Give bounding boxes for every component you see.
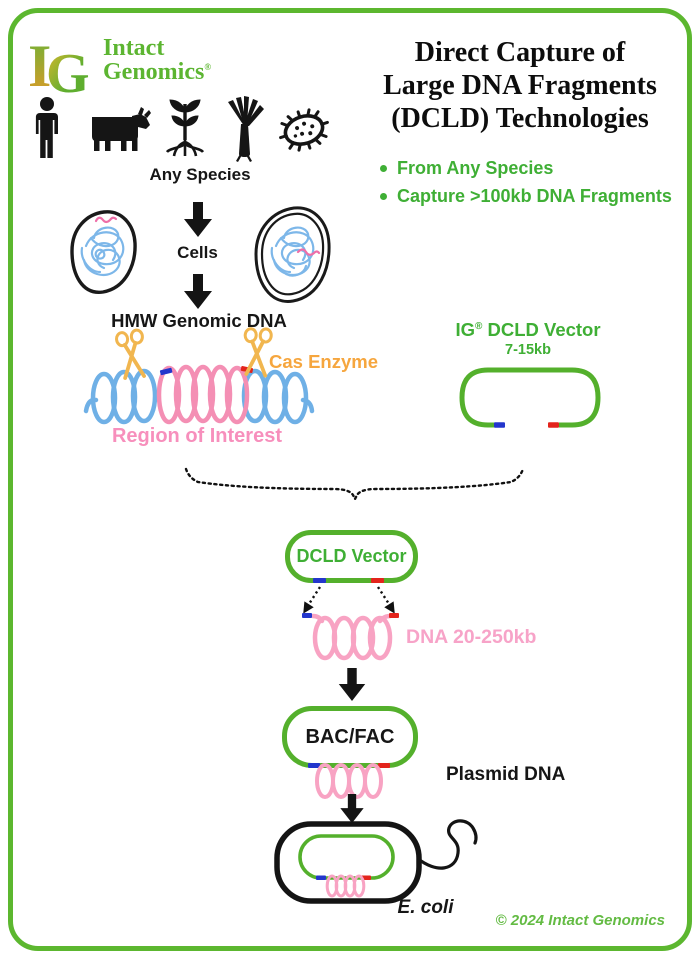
arrow-down-icon — [184, 274, 212, 309]
leek-plant-icon — [228, 96, 264, 162]
linear-vector-drawing — [459, 367, 601, 428]
copyright-text: © 2024 Intact Genomics — [495, 912, 665, 929]
arrow-down-icon — [184, 202, 212, 237]
region-of-interest-label: Region of Interest — [111, 425, 282, 447]
vector-end-blue — [494, 422, 505, 428]
dna-end-red — [389, 613, 399, 618]
cell-drawing-right — [254, 206, 331, 303]
ecoli-body — [274, 821, 422, 904]
bullet-label: From Any Species — [397, 158, 554, 178]
bullet-dot — [380, 192, 387, 200]
cut-site-left — [159, 367, 173, 376]
bac-fac-label: BAC/FAC — [305, 725, 395, 748]
dcld-vector-box: DCLD Vector — [285, 530, 418, 583]
vector-end-red — [371, 578, 384, 583]
human-icon — [35, 97, 58, 158]
dna-size-label: DNA 20-250kb — [406, 626, 537, 648]
cells-label: Cells — [177, 243, 218, 262]
vector-end-blue — [308, 763, 320, 768]
seedling-icon — [165, 99, 205, 157]
bullet-item: Capture >100kb DNA Fragments — [380, 186, 690, 207]
registered-mark: ® — [204, 61, 212, 72]
intact-genomics-logo-mark: I G — [28, 33, 90, 105]
feature-bullets: From Any Species Capture >100kb DNA Frag… — [380, 158, 690, 213]
genomic-dna-coil — [83, 364, 315, 425]
hmw-genomic-dna-label: HMW Genomic DNA — [111, 310, 287, 331]
logo-letter-g: G — [46, 43, 90, 105]
title-line-2: Large DNA Fragments — [383, 70, 657, 102]
any-species-label: Any Species — [149, 165, 251, 184]
dna-end-blue — [302, 613, 312, 618]
dotted-arrow-left — [303, 586, 322, 614]
logo-wordmark: Intact Genomics® — [103, 35, 212, 85]
title-line-3: (DCLD) Technologies — [391, 103, 649, 135]
logo-word-genomics: Genomics® — [103, 58, 212, 85]
vector-end-red — [378, 763, 390, 768]
dotted-arrow-right — [376, 586, 395, 614]
page-title: Direct Capture of Large DNA Fragments (D… — [350, 36, 690, 135]
dcld-vector-box-label: DCLD Vector — [296, 546, 407, 566]
logo-word-intact: Intact — [103, 35, 165, 61]
cow-icon — [92, 107, 151, 151]
ig-dcld-vector-size: 7-15kb — [505, 342, 551, 359]
scissors-icon — [243, 327, 273, 378]
registered-mark: ® — [474, 320, 483, 332]
cas-enzyme-label: Cas Enzyme — [269, 351, 378, 372]
microbe-icon — [279, 108, 329, 152]
logo-letter-i: I — [28, 33, 51, 99]
bullet-dot — [380, 165, 387, 172]
ecoli-label: E. coli — [397, 897, 454, 918]
vector-end-red — [548, 422, 559, 428]
plasmid-dna-label: Plasmid DNA — [446, 764, 566, 785]
captured-dna-coil — [302, 613, 399, 661]
title-line-1: Direct Capture of — [414, 37, 626, 68]
ecoli-flagellum — [415, 819, 478, 870]
bullet-item: From Any Species — [380, 158, 690, 179]
plasmid-insert-coil — [315, 763, 383, 799]
vector-end-blue — [313, 578, 326, 583]
bac-fac-box: BAC/FAC — [282, 706, 418, 768]
converge-brace — [184, 467, 525, 502]
arrow-down-icon — [340, 794, 364, 824]
cell-drawing-left — [70, 210, 137, 294]
ig-dcld-vector-label: IG® DCLD Vector 7-15kb — [438, 319, 618, 359]
vector-end-blue — [316, 875, 326, 880]
scissors-icon — [115, 328, 146, 380]
ecoli-drawing — [274, 819, 478, 904]
bullet-label: Capture >100kb DNA Fragments — [397, 185, 672, 206]
arrow-down-icon — [338, 668, 366, 702]
